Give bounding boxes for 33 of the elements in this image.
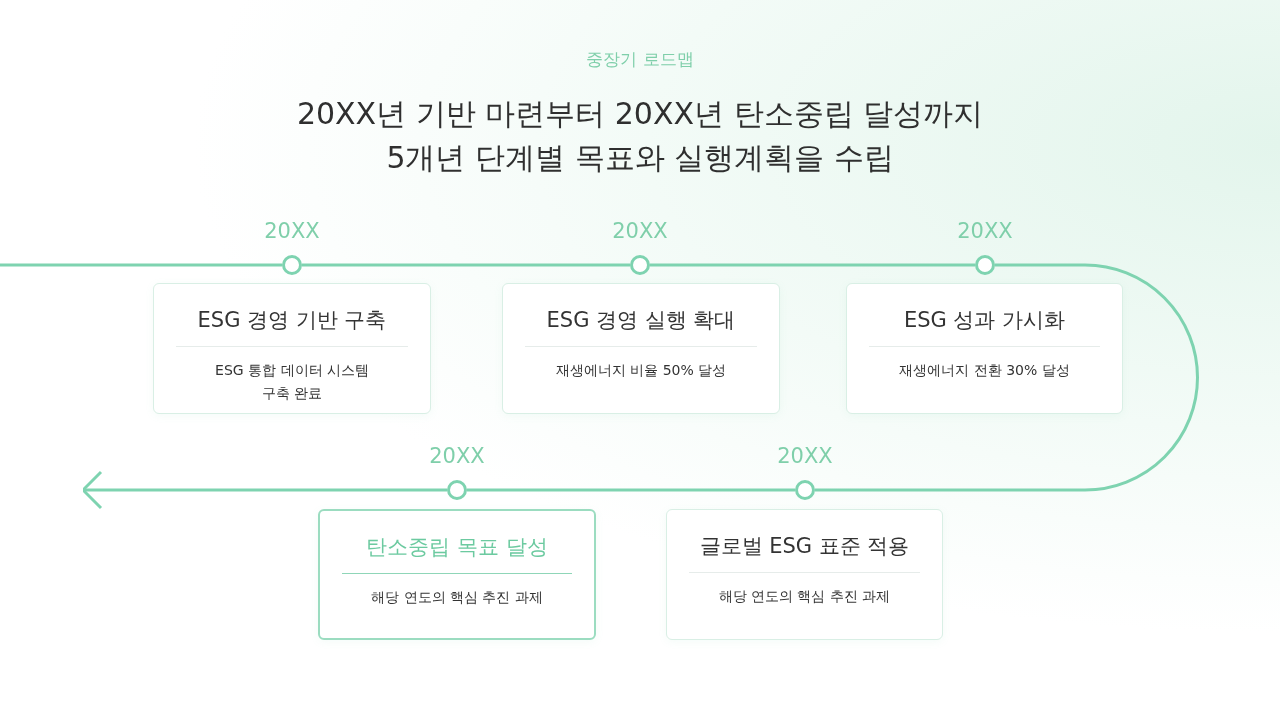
year-label: 20XX [611, 219, 669, 243]
milestone-card [318, 509, 596, 640]
timeline-dot [975, 255, 995, 275]
timeline-dot [630, 255, 650, 275]
timeline-line [0, 263, 282, 267]
card-title: ESG 경영 실행 확대 [545, 307, 737, 334]
timeline-line [650, 263, 975, 267]
milestone-card [846, 283, 1123, 414]
milestone-card [666, 509, 943, 640]
timeline-dot [795, 480, 815, 500]
card-text: 재생에너지 비율 50% 달성 [554, 361, 728, 380]
card-title: ESG 경영 기반 구축 [196, 307, 388, 334]
card-title: 글로벌 ESG 표준 적용 [698, 533, 911, 560]
milestone-card [502, 283, 780, 414]
timeline-line [302, 263, 630, 267]
timeline-dot [282, 255, 302, 275]
milestone-card [153, 283, 431, 414]
year-label: 20XX [428, 444, 486, 468]
timeline-line [467, 488, 795, 492]
card-title: 탄소중립 목표 달성 [365, 534, 549, 561]
card-text: 해당 연도의 핵심 추진 과제 [370, 588, 544, 607]
eyebrow-text: 중장기 로드맵 [585, 48, 695, 71]
timeline-dot [447, 480, 467, 500]
timeline-line [815, 263, 1199, 492]
year-label: 20XX [776, 444, 834, 468]
page-title: 20XX년 기반 마련부터 20XX년 탄소중립 달성까지 5개년 단계별 목표와 실행계획을 수립 [295, 95, 985, 177]
card-title: ESG 성과 가시화 [902, 307, 1067, 334]
year-label: 20XX [956, 219, 1014, 243]
card-text: 재생에너지 전환 30% 달성 [898, 361, 1071, 380]
year-label: 20XX [263, 219, 321, 243]
card-text: ESG 통합 데이터 시스템 구축 완료 [214, 361, 370, 403]
timeline-arrow [81, 470, 447, 510]
card-text: 해당 연도의 핵심 추진 과제 [717, 587, 892, 606]
